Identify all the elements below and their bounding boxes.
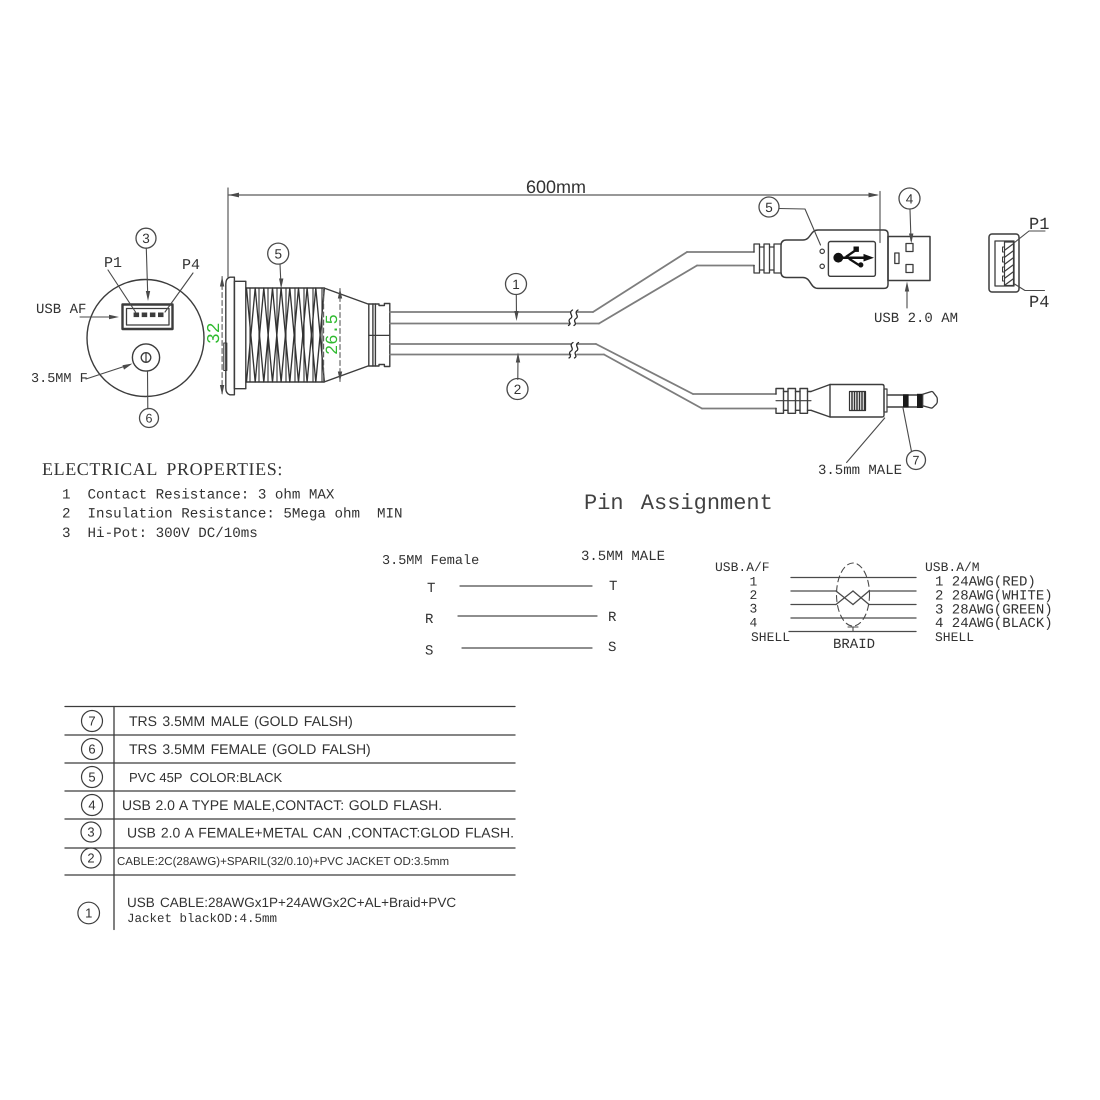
svg-text:3.5MM Female: 3.5MM Female <box>382 554 479 569</box>
svg-text:R: R <box>608 610 617 626</box>
svg-text:26.5: 26.5 <box>324 314 343 355</box>
svg-text:TRS 3.5MM FEMALE (GOLD FALSH): TRS 3.5MM FEMALE (GOLD FALSH) <box>129 741 371 757</box>
svg-text:T: T <box>427 581 435 597</box>
svg-text:2: 2 <box>87 851 94 866</box>
svg-text:5: 5 <box>88 770 95 785</box>
svg-text:4: 4 <box>906 192 914 207</box>
svg-text:3.5MM F: 3.5MM F <box>31 372 88 387</box>
svg-text:P4: P4 <box>1029 294 1049 313</box>
svg-text:4: 4 <box>88 798 95 813</box>
svg-text:TRS 3.5MM MALE (GOLD FALSH): TRS 3.5MM MALE (GOLD FALSH) <box>129 713 353 729</box>
svg-text:6: 6 <box>88 742 95 757</box>
svg-text:32: 32 <box>205 322 225 344</box>
svg-text:3 28AWG(GREEN): 3 28AWG(GREEN) <box>935 603 1053 619</box>
svg-text:USB AF: USB AF <box>36 302 86 318</box>
svg-text:USB CABLE:28AWGx1P+24AWGx2C+AL: USB CABLE:28AWGx1P+24AWGx2C+AL+Braid+PVC <box>127 895 456 910</box>
svg-text:ELECTRICAL PROPERTIES:: ELECTRICAL PROPERTIES: <box>42 459 283 479</box>
svg-text:P1: P1 <box>104 255 122 272</box>
svg-text:SHELL: SHELL <box>935 630 974 645</box>
svg-text:SHELL: SHELL <box>751 630 790 645</box>
svg-text:3: 3 <box>750 602 758 617</box>
svg-text:6: 6 <box>146 412 153 426</box>
svg-text:3.5mm MALE: 3.5mm MALE <box>818 463 902 479</box>
svg-text:1 Contact Resistance: 3 ohm M: 1 Contact Resistance: 3 ohm MAX <box>62 488 335 504</box>
svg-text:P4: P4 <box>182 257 200 274</box>
svg-text:P1: P1 <box>1029 216 1049 235</box>
svg-text:1 24AWG(RED): 1 24AWG(RED) <box>935 575 1036 591</box>
svg-text:7: 7 <box>913 454 920 468</box>
svg-text:T: T <box>609 579 617 595</box>
svg-text:R: R <box>425 612 434 628</box>
svg-text:1: 1 <box>85 906 92 921</box>
svg-text:2: 2 <box>514 382 522 397</box>
svg-text:600mm: 600mm <box>526 177 586 197</box>
svg-text:BRAID: BRAID <box>833 637 875 653</box>
svg-text:4 24AWG(BLACK): 4 24AWG(BLACK) <box>935 616 1053 632</box>
svg-text:3: 3 <box>142 231 150 246</box>
svg-text:USB 2.0 AM: USB 2.0 AM <box>874 311 958 327</box>
svg-text:USB.A/F: USB.A/F <box>715 560 770 575</box>
svg-text:USB 2.0 A TYPE MALE,CONTACT: G: USB 2.0 A TYPE MALE,CONTACT: GOLD FLASH. <box>122 797 442 813</box>
svg-text:S: S <box>608 640 616 656</box>
svg-text:PVC 45P COLOR:BLACK: PVC 45P COLOR:BLACK <box>129 770 282 785</box>
svg-text:1: 1 <box>512 277 520 292</box>
svg-text:2: 2 <box>750 588 758 603</box>
svg-text:3: 3 <box>87 825 94 840</box>
svg-text:4: 4 <box>750 616 758 631</box>
svg-text:2 Insulation Resistance: 5Meg: 2 Insulation Resistance: 5Mega ohm MIN <box>62 507 403 523</box>
svg-text:USB.A/M: USB.A/M <box>925 560 980 575</box>
svg-text:CABLE:2C(28AWG)+SPARIL(32/0.10: CABLE:2C(28AWG)+SPARIL(32/0.10)+PVC JACK… <box>117 856 449 868</box>
svg-text:Jacket blackOD:4.5mm: Jacket blackOD:4.5mm <box>127 912 277 926</box>
svg-text:7: 7 <box>88 714 95 729</box>
svg-text:3 Hi-Pot: 300V DC/10ms: 3 Hi-Pot: 300V DC/10ms <box>62 526 258 542</box>
svg-text:5: 5 <box>765 200 773 215</box>
svg-text:USB 2.0 A FEMALE+METAL CAN ,CO: USB 2.0 A FEMALE+METAL CAN ,CONTACT:GLOD… <box>127 825 514 841</box>
svg-text:5: 5 <box>274 246 282 261</box>
svg-text:S: S <box>425 644 433 660</box>
svg-text:2 28AWG(WHITE): 2 28AWG(WHITE) <box>935 589 1053 605</box>
svg-text:Pin Assignment: Pin Assignment <box>584 491 773 516</box>
svg-text:3.5MM MALE: 3.5MM MALE <box>581 549 665 565</box>
svg-text:1: 1 <box>750 575 758 590</box>
